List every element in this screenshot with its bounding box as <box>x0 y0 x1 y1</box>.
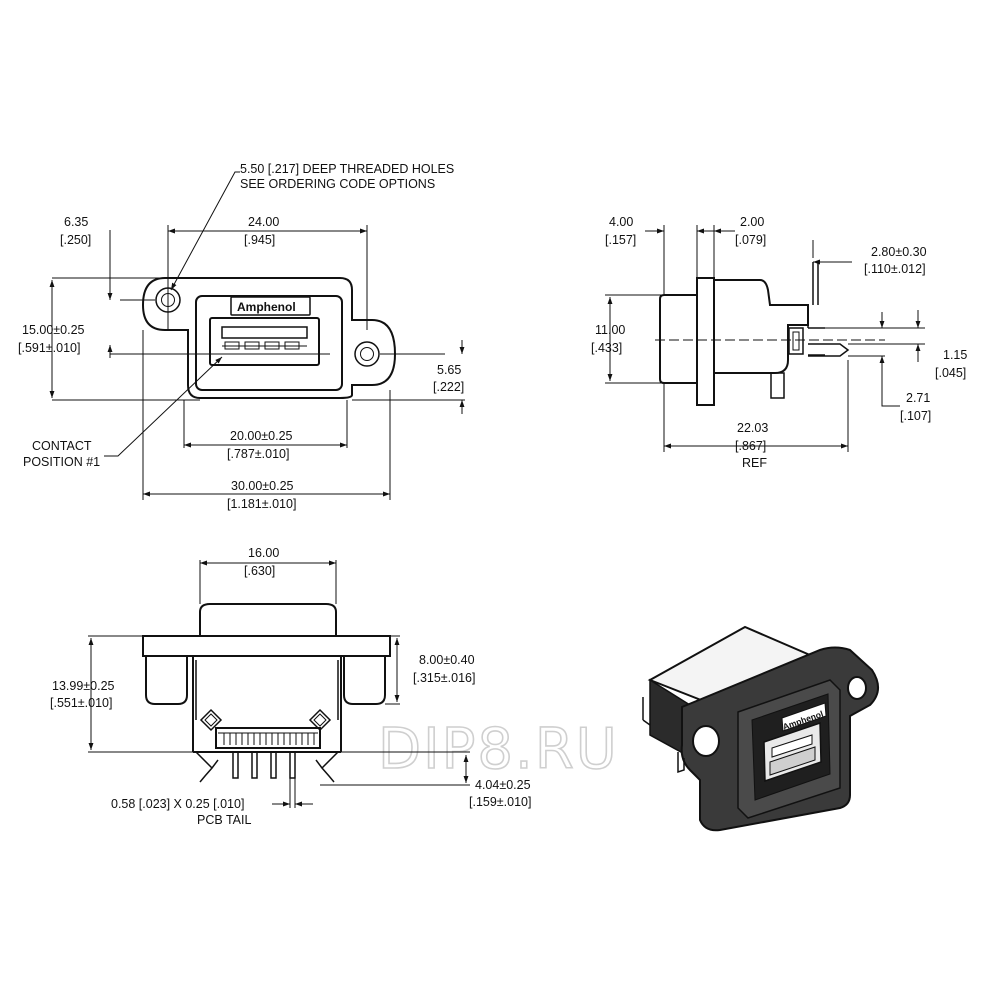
front-inner-housing <box>195 295 343 391</box>
bottom-top-block <box>199 603 337 636</box>
dim-5-65-in: [.222] <box>433 380 464 394</box>
dim-15-00-mm: 15.00±0.25 <box>22 323 85 337</box>
bottom-ear-left <box>145 656 188 705</box>
dim-1-15-mm: 1.15 <box>943 348 967 362</box>
dim-22-03-ref: REF <box>742 456 767 470</box>
dim-11-00-mm: 11.00 <box>595 323 625 337</box>
dim-20-00-in: [.787±.010] <box>227 447 289 461</box>
dim-2-80-mm: 2.80±0.30 <box>871 245 927 259</box>
callout-contact-leader <box>104 356 223 457</box>
dim-4-00-in: [.157] <box>605 233 636 247</box>
pcb-tail-size: 0.58 [.023] X 0.25 [.010] <box>111 797 244 811</box>
dim-2-00-in: [.079] <box>735 233 766 247</box>
pcb-tail-label: PCB TAIL <box>197 813 251 827</box>
dim-4-00-mm: 4.00 <box>609 215 633 229</box>
front-flange-outline <box>141 277 397 399</box>
dim-20-00-mm: 20.00±0.25 <box>230 429 293 443</box>
pcb-tail-4 <box>289 751 296 779</box>
dim-1-15-in: [.045] <box>935 366 966 380</box>
side-rear-body <box>659 294 698 384</box>
callout-holes-leader <box>170 171 240 291</box>
dim-30-00-mm: 30.00±0.25 <box>231 479 294 493</box>
dim-2-80-in: [.110±.012] <box>864 262 926 276</box>
bottom-flange <box>142 635 391 657</box>
callout-contact-line2: POSITION #1 <box>23 455 100 469</box>
usb-receptacle <box>209 317 320 366</box>
dim-6-35-in: [.250] <box>60 233 91 247</box>
dim-2-00-mm: 2.00 <box>740 215 764 229</box>
isometric-view: Amphenol <box>642 625 879 832</box>
dim-4-04-in: [.159±.010] <box>469 795 531 809</box>
dim-24-00-mm: 24.00 <box>248 215 279 229</box>
side-view: 4.00 [.157] 2.00 [.079] 2.80±0.30 [.110±… <box>591 215 967 470</box>
side-body <box>714 279 809 374</box>
front-logo-plate <box>230 296 311 316</box>
front-brand-logo: Amphenol <box>237 300 296 314</box>
side-pin <box>808 343 850 357</box>
bottom-view: 16.00 [.630] 13.99±0.25 [.551±.010] 8.00… <box>50 546 531 827</box>
dim-4-04-mm: 4.04±0.25 <box>475 778 531 792</box>
dim-8-00-mm: 8.00±0.40 <box>419 653 475 667</box>
dim-15-00-in: [.591±.010] <box>18 341 80 355</box>
pcb-tail-3 <box>270 751 277 779</box>
callout-holes-line2: SEE ORDERING CODE OPTIONS <box>240 177 435 191</box>
pcb-tail-1 <box>232 751 239 779</box>
callout-contact-line1: CONTACT <box>32 439 92 453</box>
pcb-tail-2 <box>251 751 258 779</box>
front-view: Amphenol 6.35 [.250] 24.00 [.945] <box>18 162 465 511</box>
bottom-clip-right <box>315 751 339 783</box>
dim-13-99-in: [.551±.010] <box>50 696 112 710</box>
dim-2-71-mm: 2.71 <box>906 391 930 405</box>
dim-22-03-in: [.867] <box>735 439 766 453</box>
bottom-ear-right <box>343 656 386 705</box>
dim-5-65-mm: 5.65 <box>437 363 461 377</box>
bottom-clip-left <box>195 751 219 783</box>
dim-11-00-in: [.433] <box>591 341 622 355</box>
bottom-peg-left <box>199 708 223 732</box>
dim-6-35-mm: 6.35 <box>64 215 88 229</box>
dim-2-71-line <box>879 356 900 407</box>
dim-22-03-mm: 22.03 <box>737 421 768 435</box>
dim-16-00-mm: 16.00 <box>248 546 279 560</box>
dim-30-00-in: [1.181±.010] <box>227 497 296 511</box>
dim-24-00-in: [.945] <box>244 233 275 247</box>
bottom-contact-strip <box>215 727 321 749</box>
dim-8-00-in: [.315±.016] <box>413 671 475 685</box>
watermark: DIP8.RU <box>378 717 619 782</box>
dim-13-99-mm: 13.99±0.25 <box>52 679 115 693</box>
callout-holes-line1: 5.50 [.217] DEEP THREADED HOLES <box>240 162 454 176</box>
dim-16-00-in: [.630] <box>244 564 275 578</box>
front-hole-right <box>354 341 380 367</box>
dim-2-71-in: [.107] <box>900 409 931 423</box>
side-flange <box>696 277 715 406</box>
